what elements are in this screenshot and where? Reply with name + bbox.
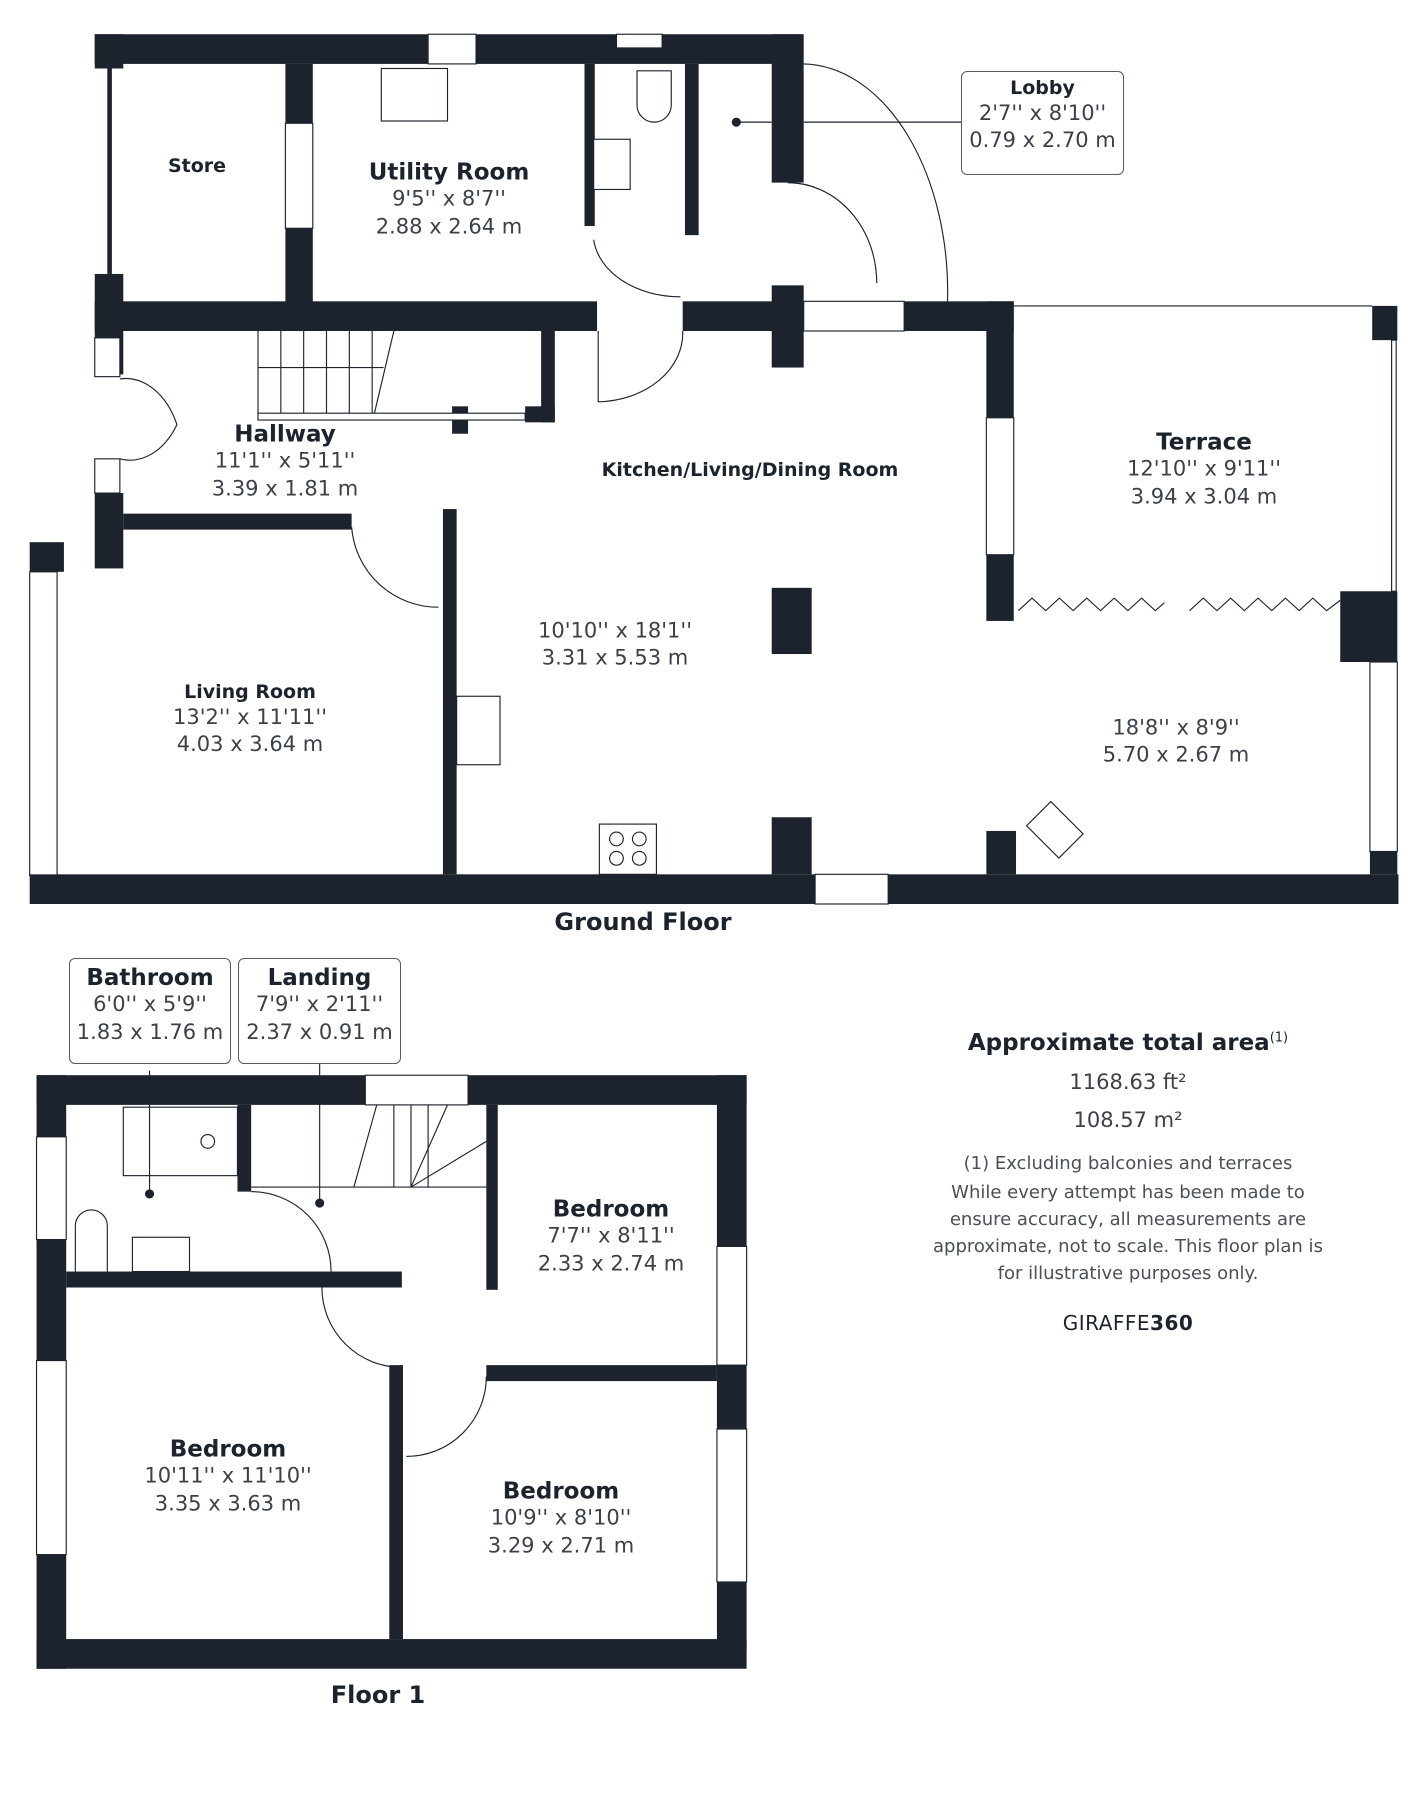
ground-floor-walls (29, 33, 1399, 905)
room-name: Living Room (184, 680, 316, 703)
room-dim-metric: 0.79 x 2.70 m (969, 128, 1116, 153)
room-name: Utility Room (368, 159, 530, 186)
room-name: Lobby (1010, 77, 1075, 99)
room-hallway: Hallway 11'1'' x 5'11'' 3.39 x 1.81 m (212, 421, 358, 502)
area-title: Approximate total area(1) (928, 1030, 1328, 1056)
room-dim-imperial: 9'5'' x 8'7'' (392, 186, 506, 211)
ground-floor-fixtures (119, 63, 1341, 875)
room-name: Bedroom (502, 1478, 620, 1505)
room-bedroom-b: Bedroom 10'11'' x 11'10'' 3.35 x 3.63 m (144, 1436, 311, 1517)
room-dim-metric: 3.31 x 5.53 m (541, 646, 689, 670)
room-name: Bathroom (86, 965, 214, 991)
room-landing-callout: Landing 7'9'' x 2'11'' 2.37 x 0.91 m (238, 958, 401, 1064)
room-dim-imperial: 13'2'' x 11'11'' (173, 704, 327, 729)
room-utility: Utility Room 9'5'' x 8'7'' 2.88 x 2.64 m (369, 159, 530, 240)
area-title-text: Approximate total area (967, 1030, 1270, 1056)
area-sqm: 108.57 m² (1073, 1108, 1183, 1132)
floor-label-1: Floor 1 (330, 1681, 426, 1709)
room-lobby-callout: Lobby 2'7'' x 8'10'' 0.79 x 2.70 m (961, 71, 1124, 175)
area-summary: Approximate total area(1) 1168.63 ft² 10… (928, 1030, 1328, 1335)
room-name: Kitchen/Living/Dining Room (601, 459, 899, 482)
room-store: Store (167, 155, 227, 178)
room-dim-imperial: 18'8'' x 8'9'' (1112, 715, 1240, 740)
brand-number: 360 (1150, 1311, 1194, 1335)
room-dim-metric: 3.39 x 1.81 m (211, 476, 359, 501)
room-name: Bedroom (552, 1196, 670, 1223)
room-dim-imperial: 6'0'' x 5'9'' (93, 992, 207, 1017)
floor-label-ground: Ground Floor (554, 908, 732, 936)
room-dim-metric: 2.37 x 0.91 m (246, 1019, 393, 1044)
room-name: Terrace (1156, 429, 1252, 456)
room-dim-metric: 5.70 x 2.67 m (1102, 743, 1250, 767)
room-dim-imperial: 12'10'' x 9'11'' (1127, 456, 1281, 481)
room-bedroom-a: Bedroom 7'7'' x 8'11'' 2.33 x 2.74 m (538, 1196, 684, 1277)
room-dim-imperial: 10'9'' x 8'10'' (490, 1505, 632, 1530)
room-bedroom-c: Bedroom 10'9'' x 8'10'' 3.29 x 2.71 m (488, 1478, 634, 1559)
room-dim-imperial: 10'10'' x 18'1'' (538, 618, 692, 643)
room-dim-imperial: 7'9'' x 2'11'' (255, 992, 384, 1017)
room-dim-imperial: 2'7'' x 8'10'' (978, 100, 1107, 125)
disclaimer: While every attempt has been made to ens… (933, 1182, 1323, 1284)
area-sqft: 1168.63 ft² (1069, 1070, 1187, 1094)
floor-1-walls (35, 1074, 748, 1669)
brand-logo: GIRAFFE360 (928, 1311, 1328, 1335)
room-dim-metric: 4.03 x 3.64 m (176, 731, 324, 756)
room-dim-imperial: 7'7'' x 8'11'' (547, 1223, 675, 1248)
room-dim-metric: 1.83 x 1.76 m (76, 1019, 224, 1044)
room-terrace: Terrace 12'10'' x 9'11'' 3.94 x 3.04 m (1127, 429, 1281, 510)
room-name: Store (167, 155, 227, 178)
brand-text: GIRAFFE (1062, 1311, 1151, 1335)
room-dim-imperial: 10'11'' x 11'10'' (144, 1463, 312, 1488)
room-name: Bedroom (169, 1436, 287, 1463)
room-dim-imperial: 11'1'' x 5'11'' (214, 448, 356, 473)
floor-1-fixtures (74, 1059, 487, 1458)
room-dim-metric: 3.35 x 3.63 m (154, 1491, 302, 1516)
room-dim-metric: 2.33 x 2.74 m (537, 1251, 685, 1276)
room-name: Landing (267, 965, 372, 991)
room-kitchen: Kitchen/Living/Dining Room (601, 459, 899, 482)
room-dim-metric: 3.94 x 3.04 m (1130, 484, 1278, 509)
room-bathroom-callout: Bathroom 6'0'' x 5'9'' 1.83 x 1.76 m (69, 958, 231, 1064)
room-kitchen-dims: 10'10'' x 18'1'' 3.31 x 5.53 m (538, 618, 692, 673)
room-dim-metric: 2.88 x 2.64 m (375, 214, 523, 239)
footnote: (1) Excluding balconies and terraces (963, 1153, 1293, 1174)
room-dim-metric: 3.29 x 2.71 m (487, 1533, 635, 1558)
footnote-marker: (1) (1269, 1030, 1289, 1046)
room-name: Hallway (234, 421, 336, 448)
room-living: Living Room 13'2'' x 11'11'' 4.03 x 3.64… (173, 680, 327, 758)
room-kitchen-dims-2: 18'8'' x 8'9'' 5.70 x 2.67 m (1103, 715, 1249, 770)
